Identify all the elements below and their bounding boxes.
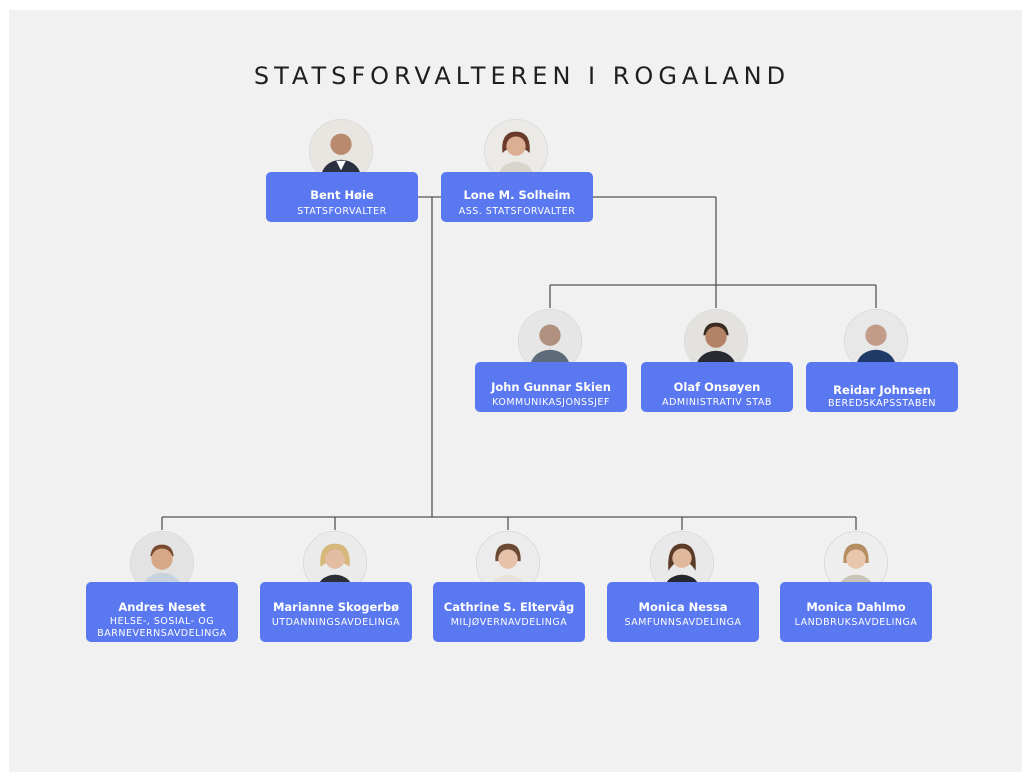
person-name: Lone M. Solheim — [463, 188, 571, 202]
person-name: Monica Dahlmo — [806, 600, 906, 614]
chart-title: STATSFORVALTEREN I ROGALAND — [253, 62, 791, 90]
person-name: Cathrine S. Eltervåg — [443, 600, 575, 614]
card-olaf-onsoyen[interactable]: Olaf Onsøyen ADMINISTRATIV STAB — [641, 362, 793, 412]
person-role: UTDANNINGSAVDELINGA — [271, 617, 401, 628]
card-lone-solheim[interactable]: Lone M. Solheim ASS. STATSFORVALTER — [441, 172, 593, 222]
person-photo-icon — [685, 310, 747, 372]
person-role: SAMFUNNSAVDELINGA — [624, 617, 742, 628]
person-role: STATSFORVALTER — [297, 206, 387, 217]
card-cathrine-eltervag[interactable]: Cathrine S. Eltervåg MILJØVERNAVDELINGA — [433, 582, 585, 642]
person-name: Olaf Onsøyen — [673, 380, 761, 394]
person-photo-icon — [845, 310, 907, 372]
card-bent-hoie[interactable]: Bent Høie STATSFORVALTER — [266, 172, 418, 222]
card-monica-dahlmo[interactable]: Monica Dahlmo LANDBRUKSAVDELINGA — [780, 582, 932, 642]
card-marianne-skogerbo[interactable]: Marianne Skogerbø UTDANNINGSAVDELINGA — [260, 582, 412, 642]
person-role: ADMINISTRATIV STAB — [662, 397, 772, 408]
person-photo-icon — [485, 120, 547, 182]
person-name: Reidar Johnsen — [833, 383, 931, 397]
person-role: LANDBRUKSAVDELINGA — [794, 617, 918, 628]
card-andres-neset[interactable]: Andres Neset HELSE-, SOSIAL- OG BARNEVER… — [86, 582, 238, 642]
person-name: Monica Nessa — [638, 600, 728, 614]
person-role-line1: HELSE-, SOSIAL- OG — [109, 616, 215, 627]
card-monica-nessa[interactable]: Monica Nessa SAMFUNNSAVDELINGA — [607, 582, 759, 642]
person-role: BEREDSKAPSSTABEN — [827, 398, 936, 409]
card-reidar-johnsen[interactable]: Reidar Johnsen BEREDSKAPSSTABEN — [806, 362, 958, 412]
person-role: ASS. STATSFORVALTER — [458, 206, 576, 217]
person-role: KOMMUNIKASJONSSJEF — [492, 397, 610, 408]
card-john-skien[interactable]: John Gunnar Skien KOMMUNIKASJONSSJEF — [475, 362, 627, 412]
person-role-line2: BARNEVERNSAVDELINGA — [97, 628, 227, 639]
person-name: Bent Høie — [310, 188, 374, 202]
person-role: MILJØVERNAVDELINGA — [450, 617, 568, 628]
person-name: John Gunnar Skien — [491, 380, 611, 394]
person-name: Marianne Skogerbø — [272, 600, 400, 614]
person-name: Andres Neset — [118, 600, 206, 614]
